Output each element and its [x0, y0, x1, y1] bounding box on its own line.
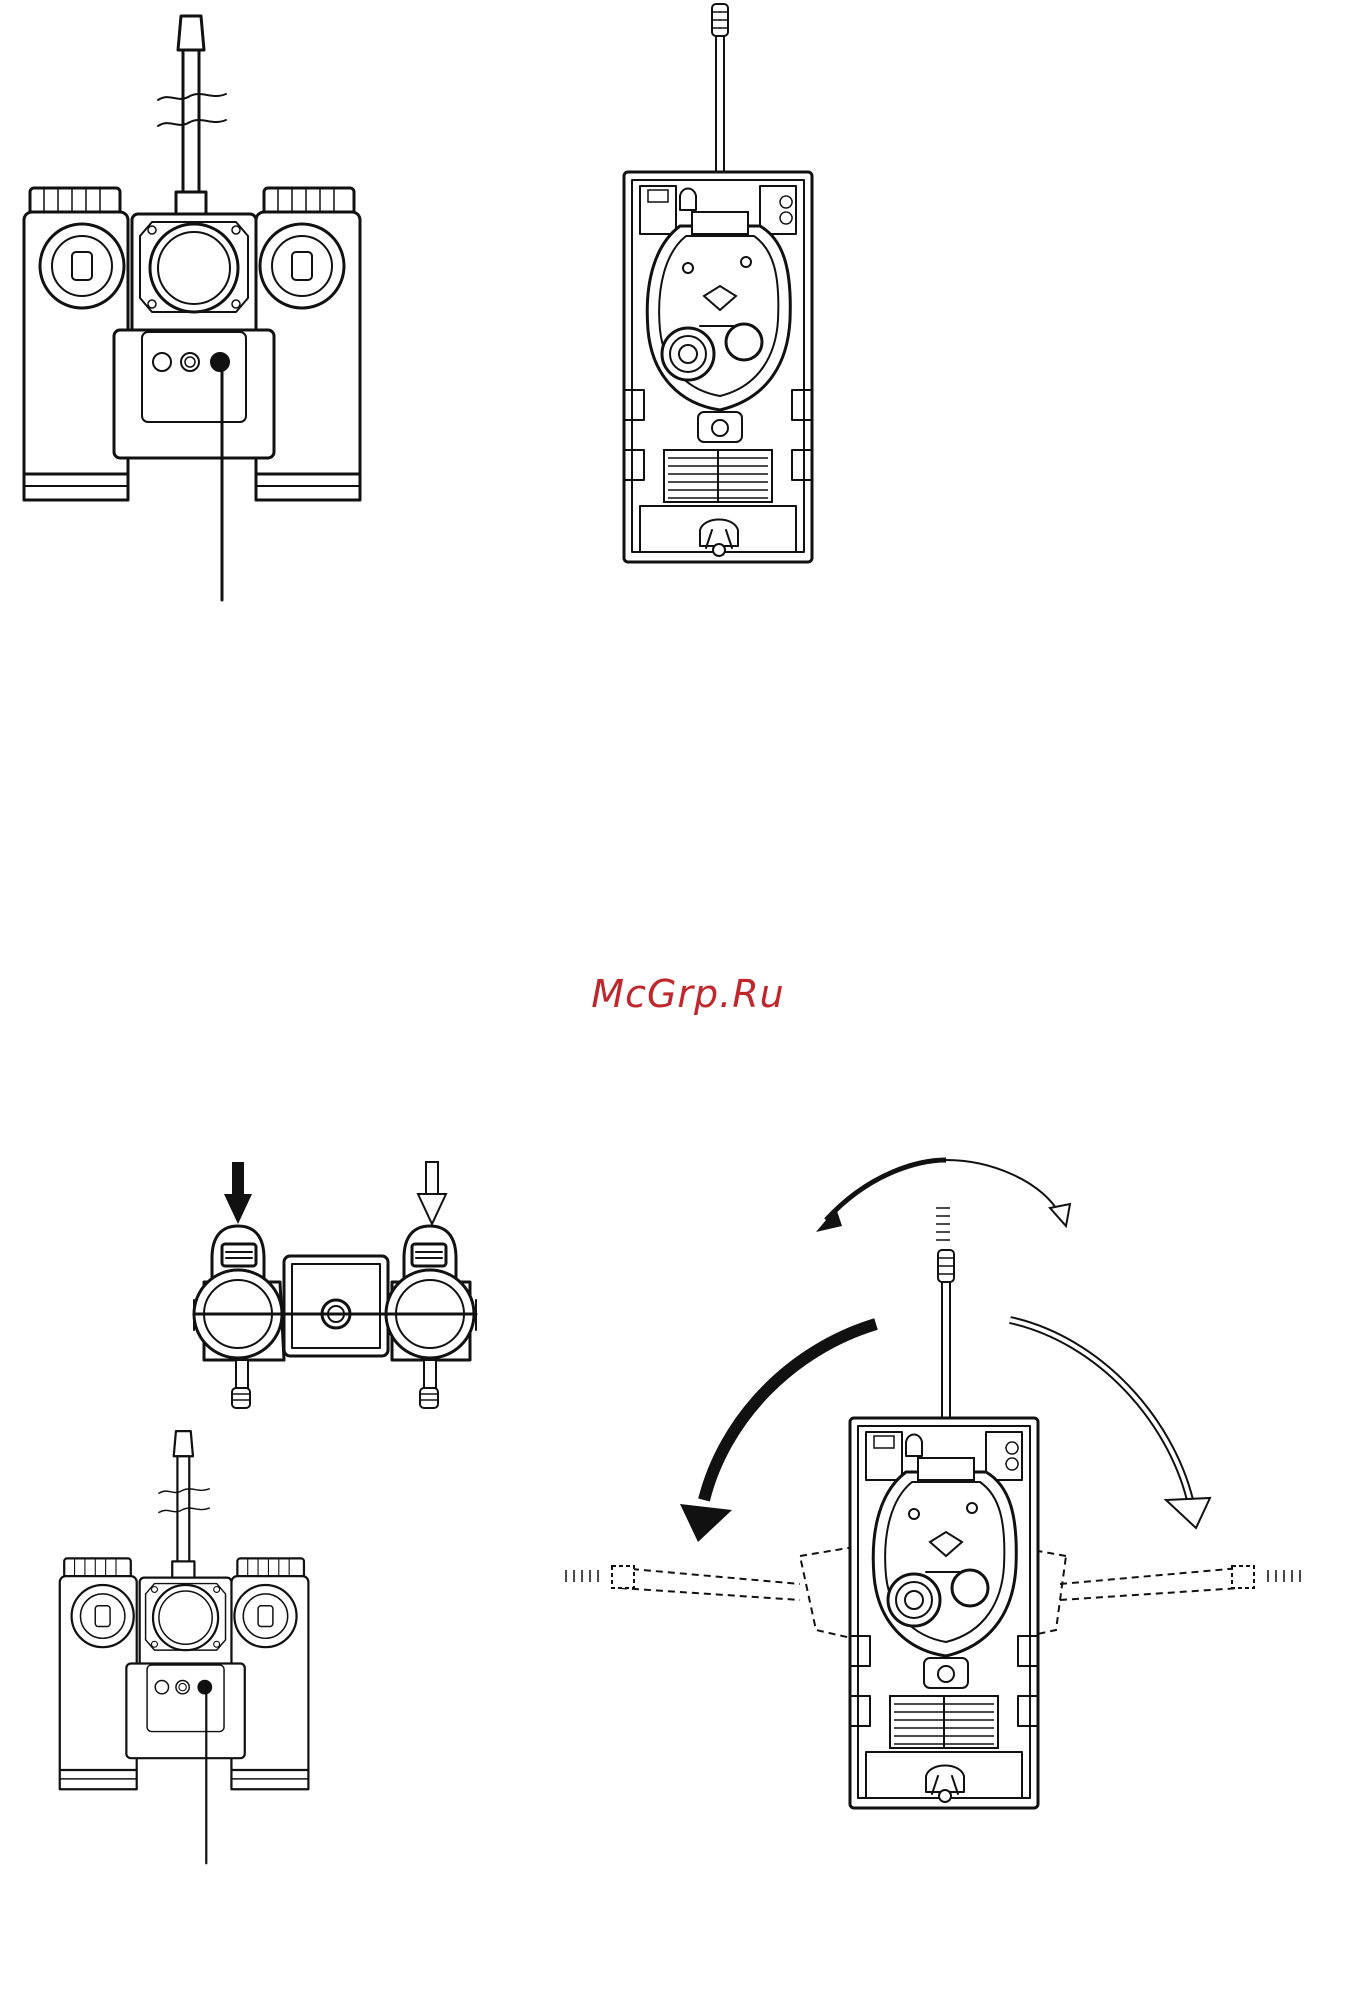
- remote-controller-front-small: [60, 1431, 309, 1863]
- tank-icon: [624, 4, 812, 562]
- tank-icon: [850, 1250, 1038, 1808]
- remote-control-icon: [60, 1431, 309, 1863]
- tank-turret-rotation: [566, 1160, 1300, 1808]
- tank-top-view: [624, 4, 812, 562]
- remote-controller-front: [24, 16, 360, 600]
- remote-controller-levers: [194, 1162, 476, 1408]
- watermark: McGrp.Ru: [588, 972, 788, 1016]
- remote-control-icon: [24, 16, 360, 600]
